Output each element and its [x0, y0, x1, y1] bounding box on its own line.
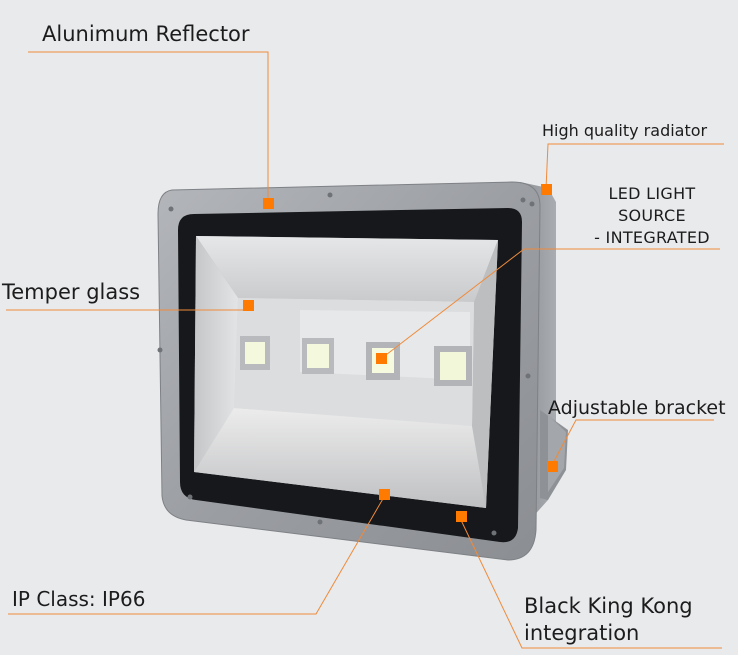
leader-ip: [8, 496, 385, 615]
leader-radiator: [545, 143, 724, 190]
label-black-king-kong: Black King Kong integration: [524, 593, 693, 647]
marker-radiator: [541, 184, 552, 195]
leader-reflector: [28, 51, 269, 203]
bracket-shape: [540, 410, 568, 500]
led-chip: [240, 336, 270, 370]
label-kong-line2: integration: [524, 621, 640, 645]
label-led-line2: SOURCE: [618, 206, 686, 225]
label-kong-line1: Black King Kong: [524, 594, 693, 618]
marker-led: [376, 353, 387, 364]
reflector: [194, 236, 498, 508]
markers: [243, 184, 558, 522]
label-radiator: High quality radiator: [542, 121, 708, 140]
label-ip-class: IP Class: IP66: [12, 587, 146, 611]
label-aluminum-reflector: Alunimum Reflector: [42, 22, 250, 46]
led-chips: [240, 336, 472, 386]
label-led-line3: - INTEGRATED: [594, 228, 710, 247]
marker-ip: [379, 489, 390, 500]
leader-led: [381, 248, 720, 359]
label-led-line1: LED LIGHT: [608, 184, 696, 203]
marker-glass: [243, 300, 254, 311]
leader-bracket: [551, 419, 714, 466]
marker-bracket: [547, 461, 558, 472]
leader-kong: [459, 517, 722, 649]
marker-reflector: [263, 198, 274, 209]
led-chip: [302, 338, 334, 374]
label-temper-glass: Temper glass: [2, 280, 141, 304]
label-led-source: LED LIGHT SOURCE - INTEGRATED: [578, 183, 726, 249]
screws: [157, 192, 535, 536]
label-adjustable-bracket: Adjustable bracket: [548, 397, 726, 419]
led-chip: [434, 346, 472, 386]
marker-kong: [456, 511, 467, 522]
